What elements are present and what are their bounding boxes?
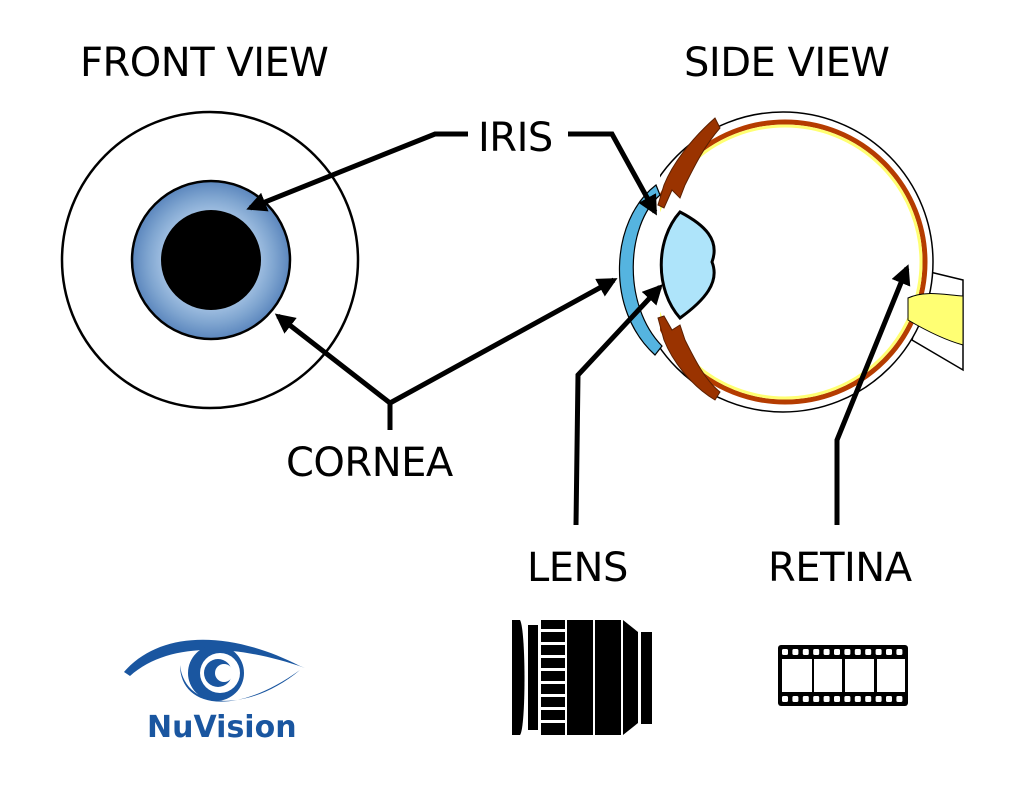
retina-pointer xyxy=(834,264,911,525)
optic-nerve xyxy=(907,293,964,346)
film-perforation xyxy=(844,696,851,702)
film-perforation xyxy=(844,649,851,655)
lens-pointer xyxy=(573,284,663,526)
film-perforation xyxy=(782,696,788,702)
cornea-side-pointer xyxy=(388,277,618,406)
pupil xyxy=(161,210,261,310)
film-perforation xyxy=(802,649,809,655)
iris-bottom xyxy=(657,315,721,401)
film-perforation xyxy=(896,649,903,655)
lens-side xyxy=(659,210,716,321)
side-view-title: SIDE VIEW xyxy=(684,40,890,86)
film-perforation xyxy=(854,696,861,702)
film-perforation xyxy=(813,696,820,702)
cornea-front-pointer xyxy=(274,313,392,405)
film-perforation xyxy=(886,696,892,702)
film-perforation xyxy=(813,649,820,655)
iris-label: IRIS xyxy=(478,115,553,161)
iris-front-pointer xyxy=(246,131,468,212)
side-view-eye xyxy=(617,111,964,413)
front-view-eye xyxy=(60,110,360,410)
camera-lens-icon xyxy=(512,620,652,735)
film-perforation xyxy=(854,649,861,655)
leader-lines xyxy=(246,131,911,526)
film-perforation xyxy=(782,649,788,655)
film-perforation xyxy=(875,649,882,655)
film-perforation xyxy=(792,696,799,702)
film-perforation xyxy=(865,649,872,655)
front-view-title: FRONT VIEW xyxy=(80,40,329,86)
film-perforation xyxy=(896,696,903,702)
lens-label: LENS xyxy=(527,545,628,591)
film-perforation xyxy=(802,696,809,702)
cornea-side xyxy=(618,184,663,356)
iris-top xyxy=(657,117,721,209)
film-perforation xyxy=(823,649,830,655)
film-strip-icon xyxy=(778,645,908,706)
iris-side-pointer xyxy=(568,131,658,216)
cornea-label: CORNEA xyxy=(286,440,453,486)
brand-name: NuVision xyxy=(147,710,297,745)
eye-logo-icon xyxy=(124,639,305,702)
film-perforation xyxy=(792,649,799,655)
film-perforation xyxy=(865,696,872,702)
film-perforation xyxy=(875,696,882,702)
film-perforation xyxy=(886,649,892,655)
film-perforation xyxy=(834,649,840,655)
film-perforation xyxy=(823,696,830,702)
film-perforation xyxy=(834,696,840,702)
retina-label: RETINA xyxy=(768,545,912,591)
